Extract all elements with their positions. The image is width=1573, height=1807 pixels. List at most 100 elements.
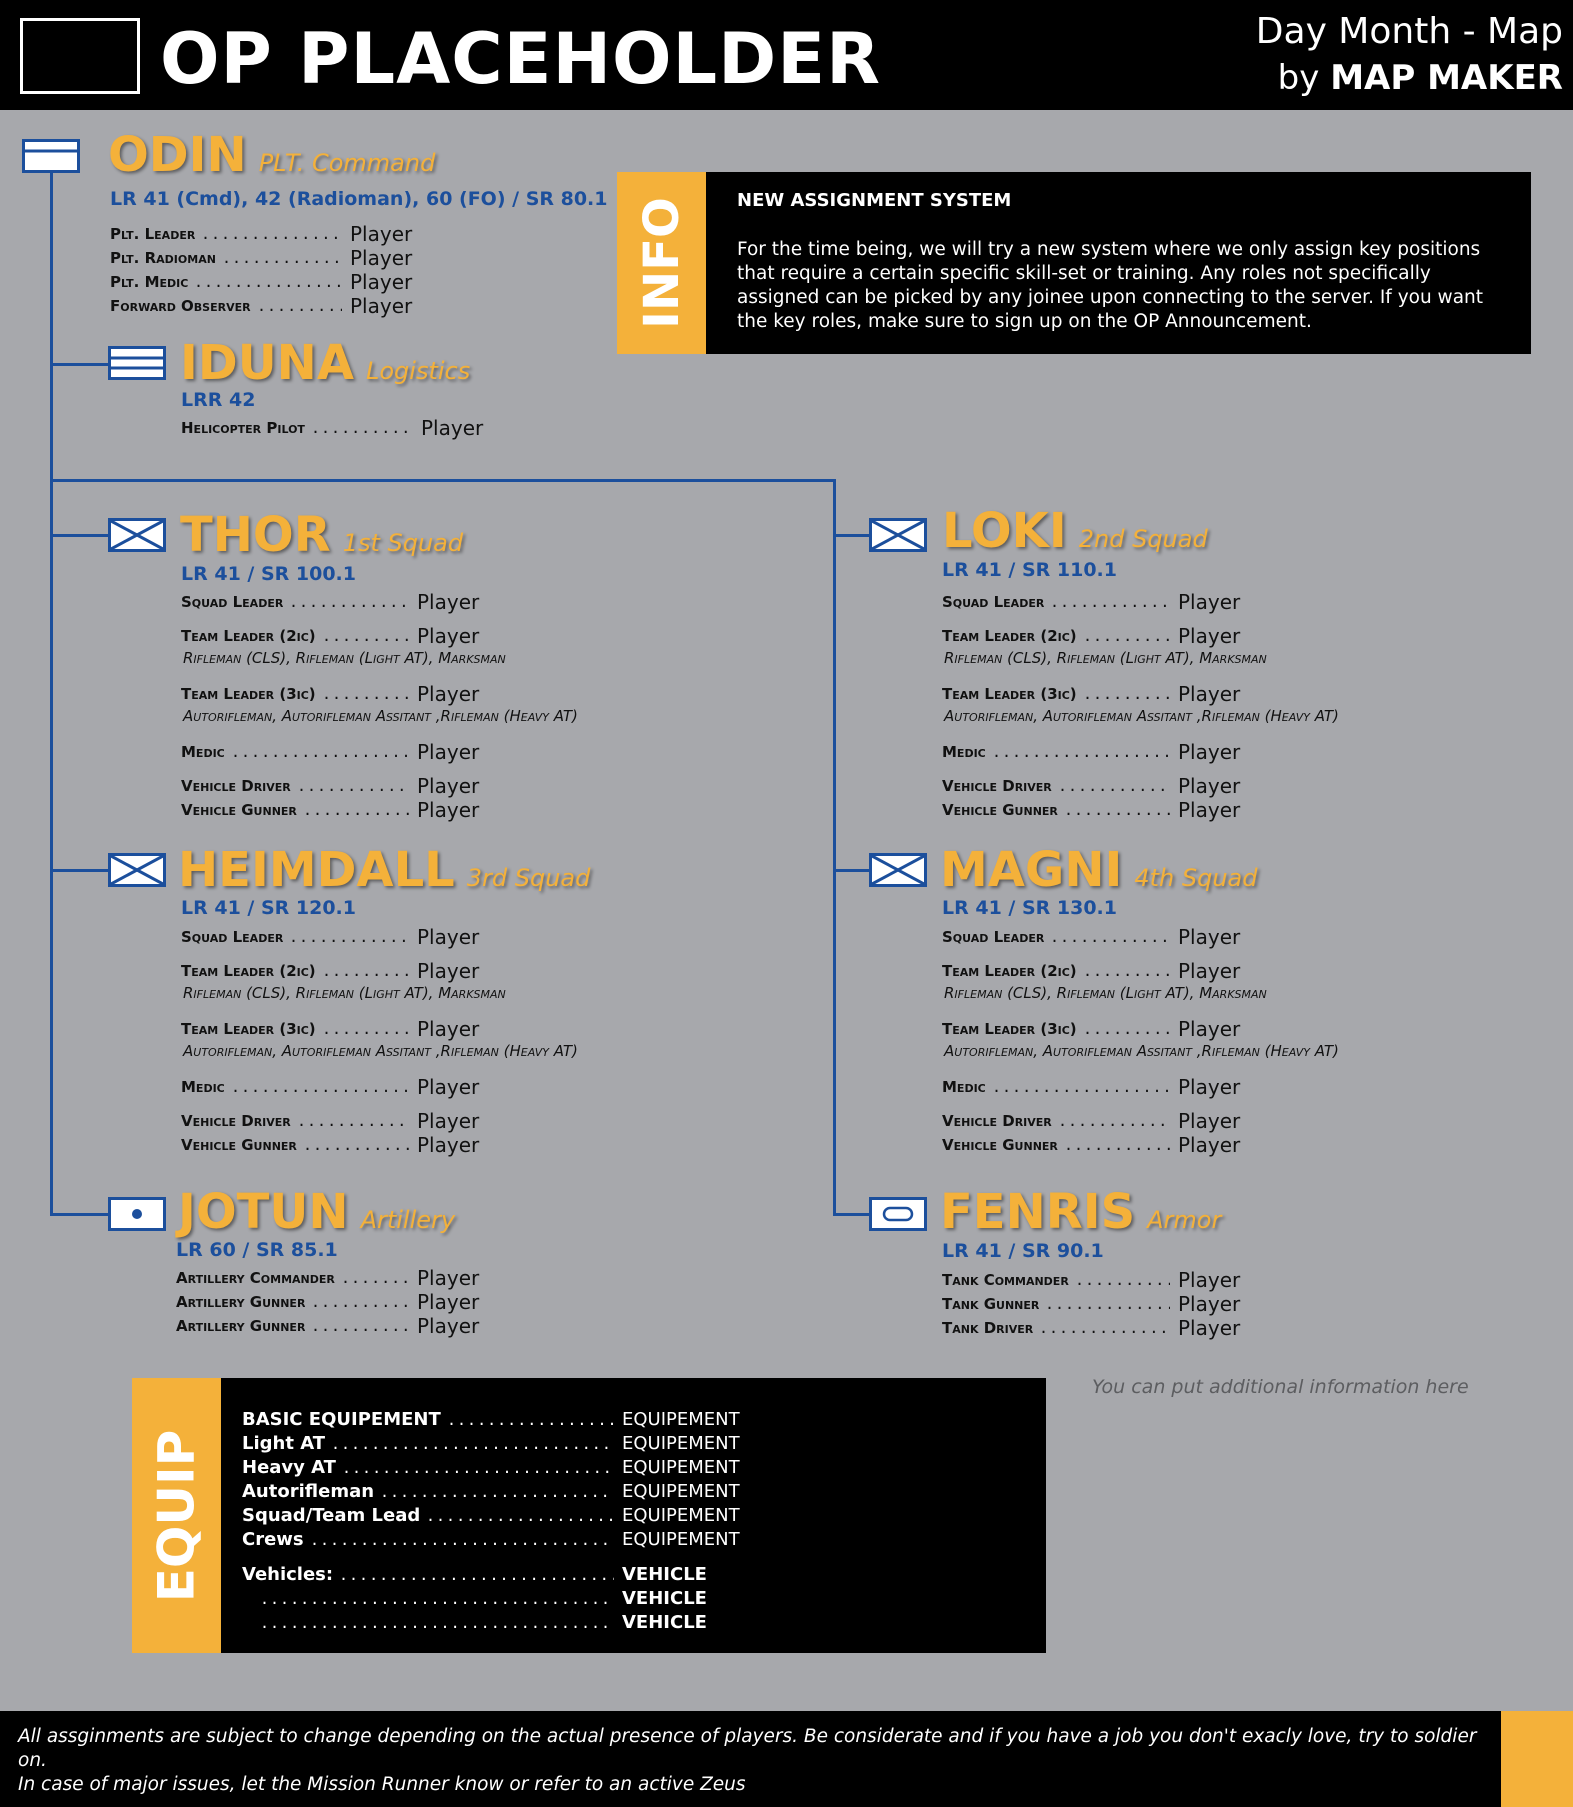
unit-subtitle-loki: 2nd Squad — [1078, 525, 1208, 553]
role-row: Team Leader (3ic).......................… — [181, 682, 497, 706]
map-maker: by MAP MAKER — [1278, 56, 1563, 100]
player-slot[interactable]: Player — [417, 1109, 480, 1133]
role-row: Team Leader (3ic).......................… — [942, 1017, 1258, 1041]
player-slot[interactable]: Player — [417, 1075, 480, 1099]
player-slot[interactable]: Player — [1178, 1316, 1241, 1340]
role-row: Squad Leader............................… — [942, 590, 1258, 614]
logistics-flag-icon — [108, 346, 166, 380]
role-name: Medic — [942, 743, 986, 761]
leader-dots: ........................................… — [194, 273, 342, 291]
player-slot[interactable]: Player — [1178, 624, 1241, 648]
player-slot[interactable]: Player — [417, 1314, 480, 1338]
equip-row: Vehicles:...............................… — [242, 1563, 762, 1587]
freq-heimdall: LR 41 / SR 120.1 — [181, 897, 356, 919]
team-composition: Rifleman (CLS), Rifleman (Light AT), Mar… — [944, 984, 1267, 1002]
player-slot[interactable]: Player — [417, 774, 480, 798]
player-slot[interactable]: Player — [1178, 1075, 1241, 1099]
leader-dots: ........................................… — [260, 1614, 614, 1632]
player-slot[interactable]: Player — [1178, 1017, 1241, 1041]
role-row: Vehicle Gunner..........................… — [181, 798, 497, 822]
player-slot[interactable]: Player — [417, 1017, 480, 1041]
role-name: Vehicle Gunner — [181, 801, 297, 819]
equip-name: Light AT — [242, 1433, 326, 1454]
player-slot[interactable]: Player — [417, 925, 480, 949]
leader-dots: ........................................… — [992, 743, 1170, 761]
leader-dots: ........................................… — [222, 249, 342, 267]
player-slot[interactable]: Player — [350, 222, 413, 246]
role-name: Vehicle Driver — [181, 777, 291, 795]
tree-branch-main — [50, 479, 835, 482]
player-slot[interactable]: Player — [1178, 959, 1241, 983]
role-row: Artillery Commander.....................… — [176, 1266, 497, 1290]
op-title: OP PLACEHOLDER — [160, 18, 881, 100]
leader-dots: ........................................… — [1083, 962, 1170, 980]
player-slot[interactable]: Player — [1178, 1109, 1241, 1133]
equip-name: BASIC EQUIPEMENT — [242, 1409, 441, 1430]
player-slot[interactable]: Player — [1178, 798, 1241, 822]
infantry-cross-icon — [869, 518, 927, 552]
equip-value: EQUIPEMENT — [622, 1529, 740, 1550]
leader-dots: ........................................… — [447, 1411, 614, 1429]
leader-dots: ........................................… — [339, 1566, 614, 1584]
role-row: Plt. Radioman...........................… — [110, 246, 430, 270]
equip-name: Vehicles: — [242, 1564, 334, 1585]
leader-dots: ........................................… — [297, 1112, 409, 1130]
role-name: Medic — [181, 1078, 225, 1096]
leader-dots: ........................................… — [1050, 593, 1170, 611]
leader-dots: ........................................… — [231, 1078, 409, 1096]
player-slot[interactable]: Player — [350, 246, 413, 270]
date-map: Day Month - Map — [1255, 11, 1563, 52]
extra-info-note: You can put additional information here — [1092, 1376, 1469, 1398]
role-name: Squad Leader — [181, 593, 284, 611]
role-row: Vehicle Gunner..........................… — [942, 798, 1258, 822]
player-slot[interactable]: Player — [417, 1266, 480, 1290]
player-slot[interactable]: Player — [417, 624, 480, 648]
player-slot[interactable]: Player — [421, 416, 484, 440]
player-slot[interactable]: Player — [1178, 1133, 1241, 1157]
header: OP PLACEHOLDER Day Month - Map by MAP MA… — [0, 0, 1573, 110]
role-name: Forward Observer — [110, 297, 251, 315]
role-name: Vehicle Driver — [942, 777, 1052, 795]
equip-value: VEHICLE — [622, 1564, 707, 1585]
role-name: Team Leader (3ic) — [942, 1020, 1077, 1038]
player-slot[interactable]: Player — [1178, 1292, 1241, 1316]
role-name: Team Leader (2ic) — [181, 627, 316, 645]
tree-branch-fenris — [833, 1213, 871, 1216]
role-name: Squad Leader — [942, 928, 1045, 946]
player-slot[interactable]: Player — [417, 1133, 480, 1157]
artillery-dot-icon — [108, 1197, 166, 1231]
equip-value: EQUIPEMENT — [622, 1505, 740, 1526]
player-slot[interactable]: Player — [1178, 925, 1241, 949]
player-slot[interactable]: Player — [1178, 774, 1241, 798]
freq-loki: LR 41 / SR 110.1 — [942, 559, 1117, 581]
player-slot[interactable]: Player — [350, 270, 413, 294]
player-slot[interactable]: Player — [350, 294, 413, 318]
role-row: Plt. Medic..............................… — [110, 270, 430, 294]
player-slot[interactable]: Player — [417, 1290, 480, 1314]
info-tab-label: INFO — [633, 197, 690, 329]
role-row: Tank Commander..........................… — [942, 1268, 1258, 1292]
role-row: Team Leader (3ic).......................… — [942, 682, 1258, 706]
equip-row: Crews...................................… — [242, 1528, 762, 1552]
leader-dots: ........................................… — [342, 1459, 614, 1477]
player-slot[interactable]: Player — [417, 682, 480, 706]
role-name: Squad Leader — [181, 928, 284, 946]
player-slot[interactable]: Player — [1178, 590, 1241, 614]
role-row: Team Leader (2ic).......................… — [942, 959, 1258, 983]
role-name: Team Leader (2ic) — [181, 962, 316, 980]
player-slot[interactable]: Player — [417, 798, 480, 822]
player-slot[interactable]: Player — [417, 590, 480, 614]
role-row: Team Leader (2ic).......................… — [942, 624, 1258, 648]
role-name: Team Leader (3ic) — [942, 685, 1077, 703]
player-slot[interactable]: Player — [1178, 1268, 1241, 1292]
player-slot[interactable]: Player — [1178, 682, 1241, 706]
info-text: For the time being, we will try a new sy… — [737, 239, 1484, 332]
player-slot[interactable]: Player — [417, 959, 480, 983]
player-slot[interactable]: Player — [1178, 740, 1241, 764]
role-row: Forward Observer........................… — [110, 294, 430, 318]
player-slot[interactable]: Player — [417, 740, 480, 764]
role-name: Team Leader (2ic) — [942, 627, 1077, 645]
